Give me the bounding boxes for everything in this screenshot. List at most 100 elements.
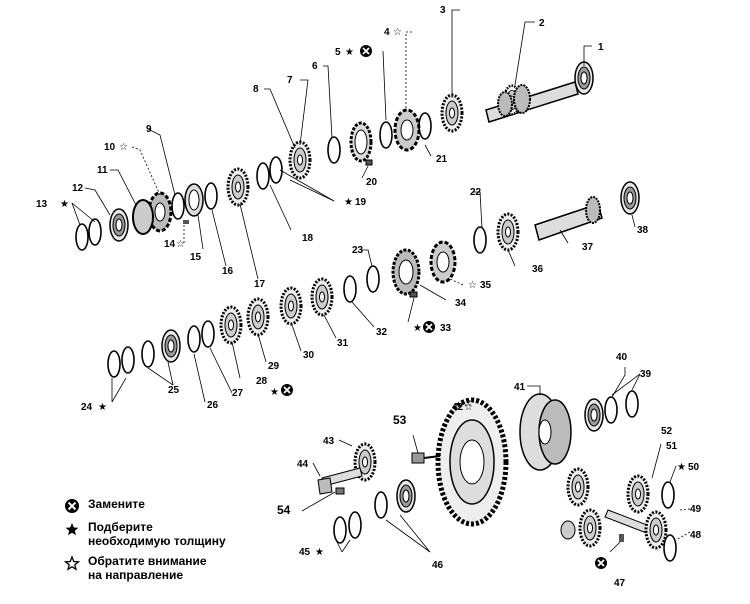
callout-46: 46 <box>432 560 444 571</box>
direction-mark-10: ☆ <box>119 142 128 153</box>
part-9-ring <box>171 192 185 220</box>
direction-mark-14: ☆ <box>176 239 185 250</box>
legend-select-text: Подберите необходимую толщину <box>88 520 226 548</box>
part-25b-race <box>141 340 155 368</box>
callout-11: 11 <box>97 165 108 176</box>
part-2-shaft <box>485 81 579 123</box>
part-24a-shim <box>121 346 135 374</box>
callout-35: 35 <box>480 280 492 291</box>
callout-30: 30 <box>303 350 315 361</box>
part-45b-shim <box>333 516 347 544</box>
direction-mark-4: ☆ <box>393 27 402 38</box>
callout-32: 32 <box>376 327 388 338</box>
legend-replace: Замените <box>64 497 304 514</box>
select-mark-28: ★ <box>270 387 279 398</box>
callout-1: 1 <box>598 42 604 53</box>
callout-27: 27 <box>232 388 244 399</box>
legend-direction: Обратите внимание на направление <box>64 554 304 582</box>
part-37-shaft <box>534 196 603 241</box>
callout-33: 33 <box>440 323 452 334</box>
callout-7: 7 <box>287 75 293 86</box>
part-46a-bearing <box>396 479 416 513</box>
part-42-ring-gear <box>435 397 509 527</box>
part-39a-race <box>604 396 618 424</box>
legend-replace-text: Замените <box>88 497 145 511</box>
upper-shaft-parts <box>75 61 594 251</box>
replace-icon <box>65 499 79 513</box>
part-49-gear <box>644 510 668 550</box>
callout-22: 22 <box>470 187 482 198</box>
part-18-ring <box>256 162 270 190</box>
part-21-ring <box>418 112 432 140</box>
callout-numbers: 1 2 3 4 ☆ 5 ★ 6 7 8 9 10 ☆ 11 12 13 ★ 14… <box>36 5 702 589</box>
part-30-gear <box>279 286 303 326</box>
callout-41: 41 <box>514 382 526 393</box>
select-mark-33: ★ <box>413 323 422 334</box>
callout-53: 53 <box>393 413 407 427</box>
callout-39: 39 <box>640 369 652 380</box>
part-46b-race <box>374 491 388 519</box>
direction-mark-35: ☆ <box>468 280 477 291</box>
middle-shaft-parts <box>107 181 640 378</box>
replace-mark-28 <box>280 383 294 397</box>
callout-15: 15 <box>190 252 202 263</box>
part-47-pin <box>619 534 624 542</box>
part-39b-race <box>625 390 639 418</box>
part-41-case <box>519 393 572 471</box>
legend-select-thickness: Подберите необходимую толщину <box>64 520 304 548</box>
legend-direction-text: Обратите внимание на направление <box>88 554 207 582</box>
callout-4: 4 <box>384 27 390 38</box>
part-32-ring <box>343 275 357 303</box>
part-33-key <box>409 291 418 298</box>
select-mark-24: ★ <box>98 402 107 413</box>
part-7-blocker-ring <box>327 136 341 164</box>
part-51-gear <box>626 474 650 514</box>
callout-42: 42 <box>452 402 464 413</box>
part-14-pin <box>183 220 189 224</box>
callout-44: 44 <box>297 459 309 470</box>
part-35-hub <box>429 240 457 284</box>
callout-8: 8 <box>253 84 259 95</box>
callout-18: 18 <box>302 233 314 244</box>
callout-48: 48 <box>690 530 702 541</box>
part-54-bolt <box>335 487 345 495</box>
outline-star-icon <box>64 555 80 571</box>
callout-16: 16 <box>222 266 234 277</box>
part-22-ring <box>473 226 487 254</box>
callout-5: 5 <box>335 47 341 58</box>
callout-12: 12 <box>72 183 84 194</box>
part-31-gear <box>310 277 334 317</box>
select-mark-5: ★ <box>345 47 354 58</box>
callout-25: 25 <box>168 385 180 396</box>
callout-51: 51 <box>666 441 678 452</box>
callout-26: 26 <box>207 400 219 411</box>
replace-mark-47 <box>594 556 608 570</box>
part-8-gear <box>288 140 312 180</box>
part-26-ring <box>187 325 201 353</box>
leader-lines <box>71 9 691 553</box>
replace-mark-33 <box>422 320 436 334</box>
callout-47: 47 <box>614 578 626 589</box>
callout-21: 21 <box>436 154 448 165</box>
legend-select-line1: Подберите <box>88 520 153 534</box>
part-3-gear <box>440 93 464 133</box>
part-15-sleeve <box>184 183 204 217</box>
legend-select-line2: необходимую толщину <box>88 534 226 548</box>
callout-19: 19 <box>355 197 367 208</box>
callout-29: 29 <box>268 361 280 372</box>
part-40-bearing <box>584 398 604 432</box>
filled-star-icon <box>65 523 79 536</box>
legend-direction-line1: Обратите внимание <box>88 554 207 568</box>
callout-50: 50 <box>688 462 700 473</box>
part-34-sleeve <box>391 248 421 296</box>
callout-9: 9 <box>146 124 152 135</box>
callout-6: 6 <box>312 61 318 72</box>
part-38-bearing <box>620 181 640 215</box>
callout-23: 23 <box>352 245 364 256</box>
callout-3: 3 <box>440 5 446 16</box>
callout-49: 49 <box>690 504 702 515</box>
select-mark-13: ★ <box>60 199 69 210</box>
part-1-bearing <box>574 61 594 95</box>
